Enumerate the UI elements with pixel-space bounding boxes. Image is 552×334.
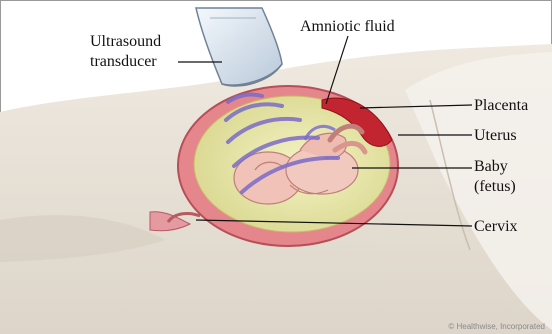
label-amniotic: Amniotic fluid	[300, 18, 395, 35]
ultrasound-transducer	[196, 8, 282, 86]
label-uterus: Uterus	[474, 127, 517, 144]
label-transducer-line1: Ultrasound	[90, 33, 161, 50]
label-cervix: Cervix	[474, 218, 518, 235]
label-baby-line2: (fetus)	[474, 178, 516, 195]
label-transducer-line2: transducer	[90, 53, 157, 70]
label-placenta: Placenta	[474, 97, 528, 114]
label-baby-line1: Baby	[474, 158, 508, 175]
copyright-credit: © Healthwise, Incorporated	[448, 322, 545, 331]
